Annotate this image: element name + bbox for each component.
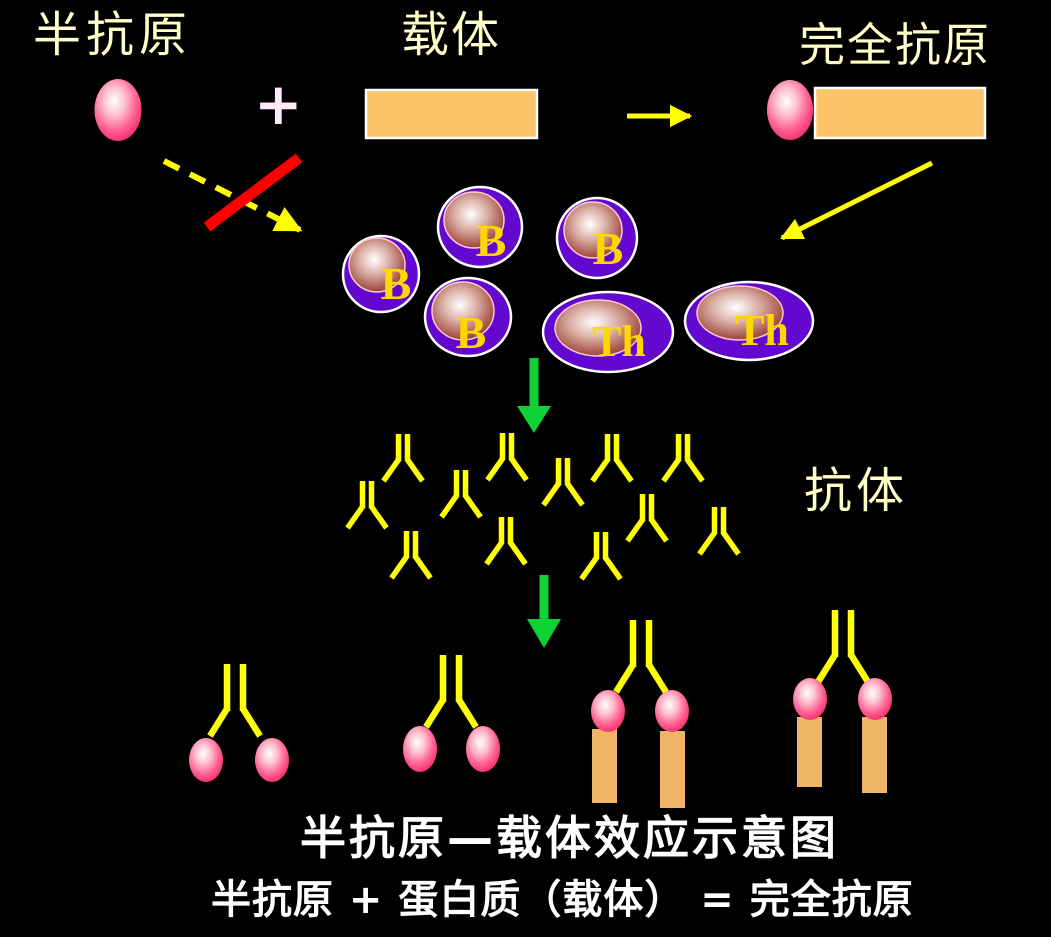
green-arrow-head (517, 406, 551, 433)
complete-antigen-icon (767, 80, 987, 140)
hapten-icon (403, 726, 437, 772)
complete-antigen-hapten-part (767, 80, 813, 140)
antibody-icon (544, 458, 583, 505)
hapten-icon (591, 690, 625, 732)
antibody-icon (442, 470, 481, 517)
green-arrow-shaft (539, 575, 549, 621)
antibody-icon (628, 494, 667, 541)
antibody-icon (700, 507, 739, 554)
antibody-icon (593, 434, 632, 481)
antibody-icon (664, 434, 703, 481)
b-cell: B (423, 276, 513, 358)
th-cell: Th (541, 290, 675, 374)
carrier-column-icon (592, 729, 617, 803)
b-cell: B (555, 196, 639, 280)
complete-antigen-carrier-part (813, 86, 987, 140)
carrier-column-icon (797, 717, 822, 787)
b-cell-nucleus (563, 201, 623, 259)
green-arrow-shaft (529, 358, 539, 408)
hapten-icon (189, 738, 223, 782)
red-block-slash-icon (203, 153, 303, 232)
b-cell-nucleus (348, 237, 406, 293)
antibody-icon (210, 664, 260, 736)
dashed-arrow-icon (162, 158, 303, 233)
hapten-icon (255, 738, 289, 782)
b-cell-label: B (381, 258, 412, 309)
hapten-label: 半抗原 (33, 7, 193, 63)
antibody-label: 抗体 (804, 463, 909, 519)
hapten-icon (793, 678, 827, 720)
diagonal-arrow-icon (779, 160, 934, 241)
green-arrow-head (527, 619, 561, 648)
th-cell-nucleus (554, 299, 642, 357)
antibody-field (348, 433, 739, 579)
carrier-column-icon (660, 731, 685, 808)
antibody-icon (384, 434, 423, 481)
green-down-arrow-icon (517, 358, 551, 433)
antibody-icon (426, 655, 476, 727)
antibody-hapten-complex (189, 664, 289, 782)
antibody-icon (392, 531, 431, 578)
complete-antigen-label: 完全抗原 (799, 18, 991, 72)
hapten-icon (94, 79, 142, 141)
antibody-hapten-carrier-complex (591, 620, 689, 808)
antibody-icon (616, 620, 666, 692)
b-cell-nucleus (443, 191, 505, 249)
diagram-formula: 半抗原 + 蛋白质（载体） = 完全抗原 (211, 877, 914, 923)
b-cell-label: B (456, 307, 487, 358)
hapten-icon (655, 690, 689, 732)
b-cell-nucleus (431, 281, 495, 341)
antibody-icon (487, 517, 526, 564)
b-cell: B (341, 234, 421, 314)
antibody-icon (582, 532, 621, 579)
th-cell-label: Th (735, 306, 789, 355)
carrier-icon (364, 88, 539, 140)
hapten-icon (466, 726, 500, 772)
antibody-hapten-carrier-complex (793, 610, 892, 793)
hapten-icon (858, 678, 892, 720)
antibody-icon (348, 481, 387, 528)
antibody-icon (488, 433, 527, 480)
b-cell-label: B (476, 215, 507, 266)
carrier-column-icon (862, 717, 887, 793)
b-cell-label: B (593, 223, 624, 274)
carrier-label: 载体 (401, 7, 502, 63)
th-cell-label: Th (592, 317, 646, 366)
b-cell: B (436, 185, 524, 269)
green-down-arrow-icon (527, 575, 561, 648)
th-cell-nucleus (696, 285, 784, 341)
antibody-hapten-complex (403, 655, 500, 772)
diagram-title: 半抗原—载体效应示意图 (300, 811, 839, 865)
th-cell: Th (683, 280, 815, 362)
antibody-icon (818, 610, 868, 682)
plus-sign: + (254, 70, 303, 138)
